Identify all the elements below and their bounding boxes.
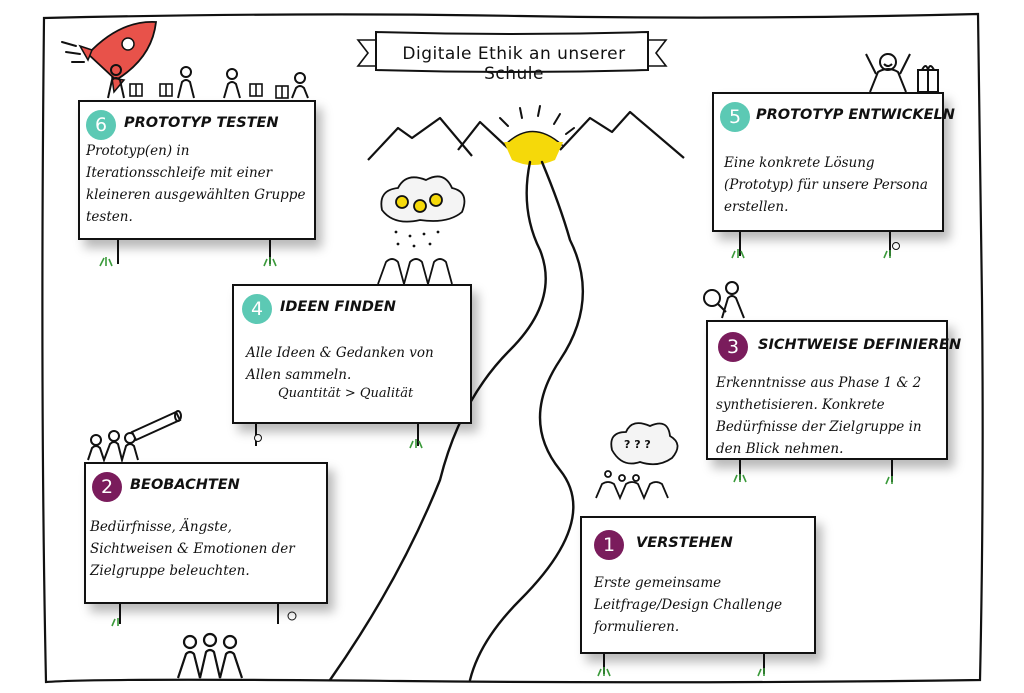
magnifier-icon bbox=[703, 281, 745, 319]
description-line: (Prototyp) für unsere Persona bbox=[724, 177, 928, 193]
description-line: Prototyp(en) in bbox=[86, 143, 190, 159]
description-line: Alle Ideen & Gedanken von bbox=[246, 345, 434, 361]
description-line: Sichtweisen & Emotionen der bbox=[90, 541, 295, 557]
phase-heading: SICHTWEISE DEFINIEREN bbox=[758, 337, 962, 353]
description-line: Erste gemeinsame bbox=[594, 575, 722, 591]
phase-heading: BEOBACHTEN bbox=[130, 477, 240, 493]
page-title: Digitale Ethik an unserer Schule bbox=[402, 44, 626, 84]
rocket-icon bbox=[61, 21, 158, 94]
description-line: Allen sammeln. bbox=[246, 367, 352, 383]
description-line: Iterationsschleife mit einer bbox=[86, 165, 273, 181]
phase-number-badge: 3 bbox=[718, 332, 748, 362]
phase-number-badge: 2 bbox=[92, 472, 122, 502]
board-phase-1: 1 VERSTEHEN Erste gemeinsame Leitfrage/D… bbox=[580, 516, 816, 654]
thought-cloud-icon bbox=[377, 175, 466, 288]
description-line: Eine konkrete Lösung bbox=[724, 155, 875, 171]
description-line: erstellen. bbox=[724, 199, 789, 215]
phase-number-badge: 4 bbox=[242, 294, 272, 324]
phase-description: Alle Ideen & Gedanken von Allen sammeln. bbox=[246, 342, 470, 386]
phase-heading: VERSTEHEN bbox=[636, 535, 733, 551]
description-line: testen. bbox=[86, 209, 133, 225]
frame-border bbox=[41, 12, 984, 684]
phase-description: Erkenntnisse aus Phase 1 & 2 synthetisie… bbox=[716, 372, 948, 460]
description-line: Bedürfnisse, Ängste, bbox=[90, 519, 232, 535]
people-icon bbox=[107, 64, 309, 99]
phase-description: Bedürfnisse, Ängste, Sichtweisen & Emoti… bbox=[90, 516, 328, 582]
description-line: kleineren ausgewählten Gruppe bbox=[86, 187, 306, 203]
description-line: Zielgruppe beleuchten. bbox=[90, 563, 250, 579]
board-phase-4: 4 IDEEN FINDEN Alle Ideen & Gedanken von… bbox=[232, 284, 472, 424]
description-line: den Blick nehmen. bbox=[716, 441, 844, 457]
phase-description: Erste gemeinsame Leitfrage/Design Challe… bbox=[594, 572, 814, 638]
phase-heading: PROTOTYP ENTWICKELN bbox=[756, 107, 955, 123]
description-line: synthetisieren. Konkrete bbox=[716, 397, 885, 413]
phase-number-badge: 1 bbox=[594, 530, 624, 560]
phase-number-badge: 6 bbox=[86, 110, 116, 140]
telescope-icon bbox=[87, 410, 182, 464]
title-banner bbox=[356, 30, 668, 73]
question-marks: ? ? ? bbox=[624, 438, 651, 451]
board-phase-5: 5 PROTOTYP ENTWICKELN Eine konkrete Lösu… bbox=[712, 92, 955, 232]
phase-number-badge: 5 bbox=[720, 102, 750, 132]
flower-icon bbox=[254, 242, 900, 621]
description-line: formulieren. bbox=[594, 619, 680, 635]
gift-icon bbox=[129, 83, 289, 99]
board-phase-2: 2 BEOBACHTEN Bedürfnisse, Ängste, Sichtw… bbox=[84, 462, 328, 604]
quantity-over-quality-note: Quantität > Qualität bbox=[278, 386, 414, 401]
mountains-icon bbox=[367, 110, 685, 161]
grass bbox=[99, 249, 893, 677]
road-icon bbox=[328, 160, 585, 682]
board-phase-6: 6 PROTOTYP TESTEN Prototyp(en) in Iterat… bbox=[78, 100, 316, 240]
phase-heading: IDEEN FINDEN bbox=[280, 299, 396, 315]
board-phase-3: 3 SICHTWEISE DEFINIEREN Erkenntnisse aus… bbox=[706, 320, 961, 460]
description-line: Leitfrage/Design Challenge bbox=[594, 597, 783, 613]
builder-person-icon bbox=[865, 53, 939, 93]
phase-heading: PROTOTYP TESTEN bbox=[124, 115, 279, 131]
sun-icon bbox=[499, 105, 575, 165]
phase-description: Eine konkrete Lösung (Prototyp) für unse… bbox=[724, 152, 942, 218]
description-line: Erkenntnisse aus Phase 1 & 2 bbox=[716, 375, 922, 391]
people-group-bottom-icon bbox=[176, 632, 244, 679]
phase-description: Prototyp(en) in Iterationsschleife mit e… bbox=[86, 140, 316, 228]
question-cloud-icon bbox=[595, 422, 679, 501]
description-line: Bedürfnisse der Zielgruppe in bbox=[716, 419, 922, 435]
